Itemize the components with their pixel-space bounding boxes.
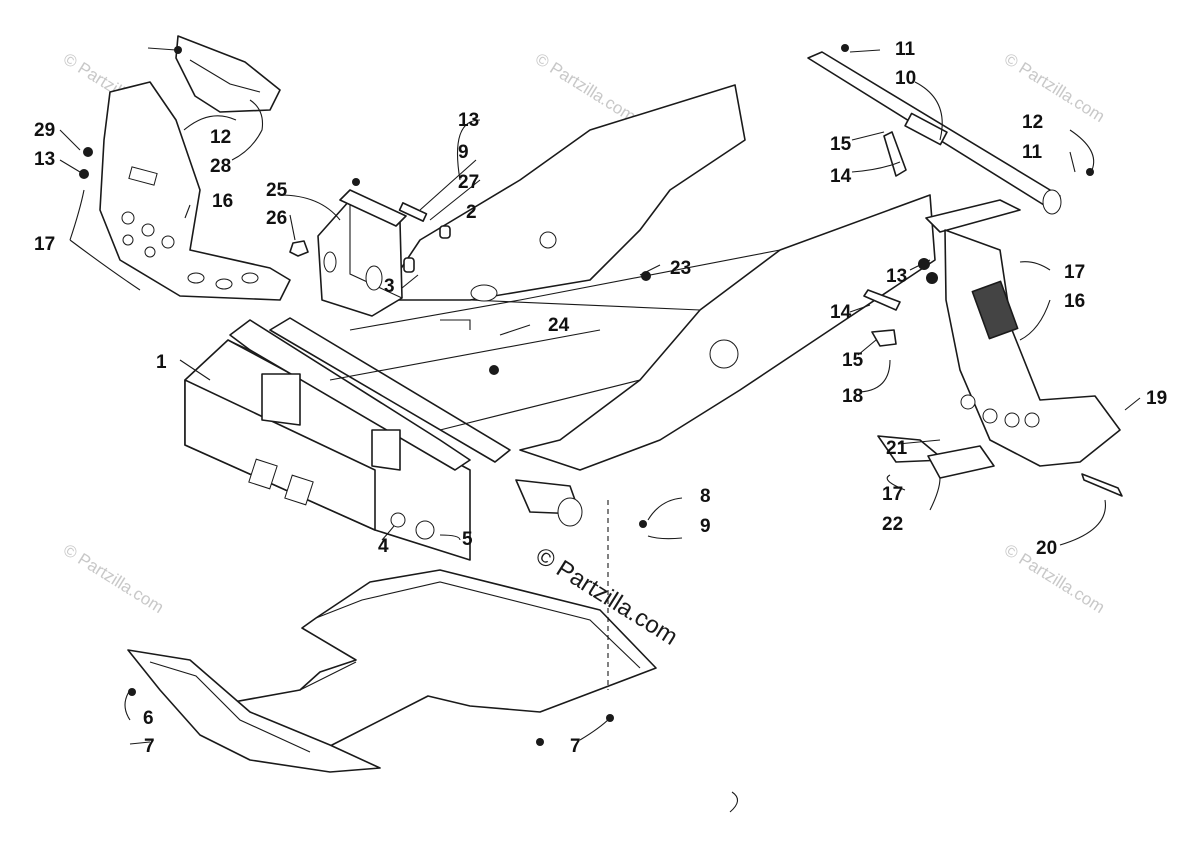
running-board-right <box>863 229 1123 497</box>
callout-labels: 1 2 3 4 5 6 7 7 8 9 9 10 11 11 12 12 13 … <box>34 39 1167 757</box>
callout-11-right: 11 <box>1022 142 1043 163</box>
belly-pan <box>227 569 657 747</box>
callout-15-top: 15 <box>830 134 852 155</box>
callout-14-mid: 14 <box>830 302 852 323</box>
hardware <box>79 44 1094 746</box>
callout-1: 1 <box>156 352 167 373</box>
callout-6: 6 <box>143 708 154 729</box>
callout-20: 20 <box>1036 538 1057 559</box>
callout-28: 28 <box>210 156 231 177</box>
callout-14-top: 14 <box>830 166 852 187</box>
callout-3: 3 <box>384 276 395 297</box>
callout-13-center: 13 <box>458 110 479 131</box>
callout-10: 10 <box>895 68 916 89</box>
watermark-bottom-left: © Partzilla.com <box>60 540 167 617</box>
callout-12-right: 12 <box>1022 112 1043 133</box>
watermark-top-right: © Partzilla.com <box>1001 49 1108 126</box>
callout-17-left: 17 <box>34 234 55 255</box>
callout-16-left: 16 <box>212 191 233 212</box>
callout-2: 2 <box>466 202 477 223</box>
callout-8: 8 <box>700 486 711 507</box>
callout-7-right: 7 <box>570 736 581 757</box>
callout-22: 22 <box>882 514 903 535</box>
callout-19: 19 <box>1146 388 1167 409</box>
callout-11-top: 11 <box>895 39 916 60</box>
callout-5: 5 <box>462 529 473 550</box>
callout-13-right: 13 <box>886 266 907 287</box>
callout-16-right: 16 <box>1064 291 1085 312</box>
callout-13-left: 13 <box>34 149 55 170</box>
chassis-frame <box>184 84 936 561</box>
callout-4: 4 <box>378 536 389 557</box>
front-skid-plate <box>127 649 381 773</box>
callout-21: 21 <box>886 438 908 459</box>
steering-support-right <box>807 51 1062 233</box>
callout-29: 29 <box>34 120 55 141</box>
callout-23: 23 <box>670 258 691 279</box>
callout-17-bottom: 17 <box>882 484 903 505</box>
callout-26: 26 <box>266 208 287 229</box>
callout-18: 18 <box>842 386 863 407</box>
watermark-top-center: © Partzilla.com <box>532 49 639 126</box>
callout-25: 25 <box>266 180 288 201</box>
callout-24: 24 <box>548 315 570 336</box>
callout-9-top: 9 <box>458 142 469 163</box>
callout-15-mid: 15 <box>842 350 864 371</box>
callout-17-right: 17 <box>1064 262 1085 283</box>
callout-27: 27 <box>458 172 479 193</box>
callout-12-left: 12 <box>210 127 231 148</box>
callout-7-left: 7 <box>144 736 155 757</box>
engine-mount-center <box>289 189 451 317</box>
callout-9-bottom: 9 <box>700 516 711 537</box>
console-support-left <box>99 35 291 301</box>
